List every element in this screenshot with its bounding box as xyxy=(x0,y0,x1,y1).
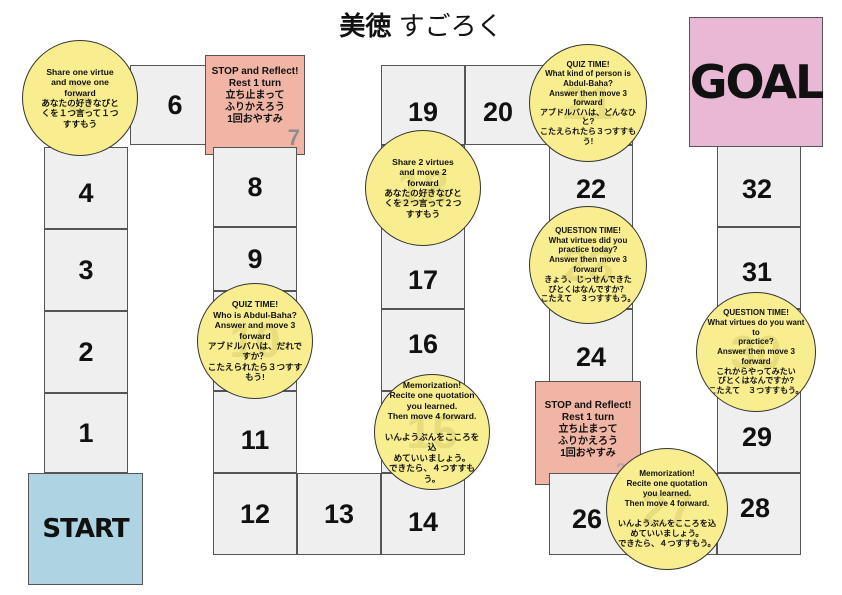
square-number: 28 xyxy=(739,492,771,523)
stop-square-7[interactable]: STOP and Reflect! Rest 1 turn 立ち止まって ふりか… xyxy=(205,55,305,155)
square-13[interactable]: 13 xyxy=(297,473,381,555)
square-number: 24 xyxy=(575,341,607,372)
event-circle-10[interactable]: 10 QUIZ TIME! Who is Abdul-Baha? Answer … xyxy=(197,283,313,399)
circle-text: Share 2 virtues and move 2 forward あなたの好… xyxy=(384,156,462,219)
start-label: START xyxy=(42,514,129,544)
square-1[interactable]: 1 xyxy=(44,393,128,473)
square-number: 2 xyxy=(78,336,94,367)
square-number: 11 xyxy=(240,424,270,455)
square-2[interactable]: 2 xyxy=(44,311,128,393)
circle-number: 27 xyxy=(641,483,693,535)
goal-square[interactable]: GOAL xyxy=(689,17,825,147)
square-number: 32 xyxy=(741,173,773,204)
square-number: 1 xyxy=(78,417,94,448)
square-number: 3 xyxy=(78,254,94,285)
event-circle-23[interactable]: 23 QUESTION TIME! What virtues did you p… xyxy=(529,206,647,324)
square-number: 22 xyxy=(575,173,607,204)
circle-number: 21 xyxy=(562,77,614,129)
square-4[interactable]: 4 xyxy=(44,147,128,229)
title-rest: すごろく xyxy=(398,11,503,41)
square-number: 20 xyxy=(482,96,514,127)
circle-number: 23 xyxy=(562,239,614,291)
circle-number: 18 xyxy=(397,162,449,214)
circle-text: QUESTION TIME! What virtues do you want … xyxy=(707,307,805,396)
square-number: 17 xyxy=(407,264,439,295)
square-11[interactable]: 11 xyxy=(213,391,297,473)
square-number: 12 xyxy=(239,498,271,529)
circle-number: 10 xyxy=(229,315,281,367)
circle-text: QUESTION TIME! What virtues did you prac… xyxy=(540,225,636,304)
square-12[interactable]: 12 xyxy=(213,473,297,555)
square-number: 7 xyxy=(287,125,300,150)
circle-text: QUIZ TIME! Who is Abdul-Baha? Answer and… xyxy=(207,299,303,383)
stop-text: STOP and Reflect! Rest 1 turn 立ち止まって ふりか… xyxy=(211,66,299,125)
event-circle-21[interactable]: 21 QUIZ TIME! What kind of person is Abd… xyxy=(529,44,647,162)
square-number: 29 xyxy=(741,421,773,452)
square-number: 14 xyxy=(407,506,439,537)
square-32[interactable]: 32 xyxy=(717,145,801,227)
event-circle-18[interactable]: 18 Share 2 virtues and move 2 forward あな… xyxy=(365,130,481,246)
square-3[interactable]: 3 xyxy=(44,229,128,311)
square-number: 6 xyxy=(167,89,183,120)
square-number: 9 xyxy=(247,243,263,274)
event-circle-15[interactable]: 15 Memorization! Recite one quotation yo… xyxy=(374,374,490,490)
event-circle-30[interactable]: 30 QUESTION TIME! What virtues do you wa… xyxy=(696,292,816,412)
start-square[interactable]: START xyxy=(28,473,143,585)
circle-number: 30 xyxy=(730,326,782,378)
square-6[interactable]: 6 xyxy=(130,65,206,145)
square-28[interactable]: 28 xyxy=(717,473,801,555)
board-title: 美徳 すごろく xyxy=(0,8,842,44)
circle-text: Memorization! Recite one quotation you l… xyxy=(617,469,717,548)
circle-text: Share one virtue and move one forward あな… xyxy=(41,66,119,129)
square-9[interactable]: 9 xyxy=(213,227,297,291)
square-number: 26 xyxy=(571,503,603,534)
circle-number: 5 xyxy=(67,72,93,124)
square-number: 4 xyxy=(78,177,94,208)
square-number: 16 xyxy=(407,328,439,359)
circle-text: Memorization! Recite one quotation you l… xyxy=(384,379,480,484)
square-8[interactable]: 8 xyxy=(213,147,297,227)
square-number: 31 xyxy=(741,256,773,287)
square-number: 19 xyxy=(407,96,439,127)
circle-text: QUIZ TIME! What kind of person is Abdul-… xyxy=(540,59,636,146)
goal-label: GOAL xyxy=(689,55,825,109)
event-circle-5[interactable]: 5 Share one virtue and move one forward … xyxy=(22,40,138,156)
event-circle-27[interactable]: 27 Memorization! Recite one quotation yo… xyxy=(606,448,728,570)
square-number: 8 xyxy=(247,171,263,202)
circle-number: 15 xyxy=(406,406,458,458)
square-number: 13 xyxy=(323,498,355,529)
title-bold: 美徳 xyxy=(339,11,392,41)
stop-text: STOP and Reflect! Rest 1 turn 立ち止まって ふりか… xyxy=(544,400,632,459)
